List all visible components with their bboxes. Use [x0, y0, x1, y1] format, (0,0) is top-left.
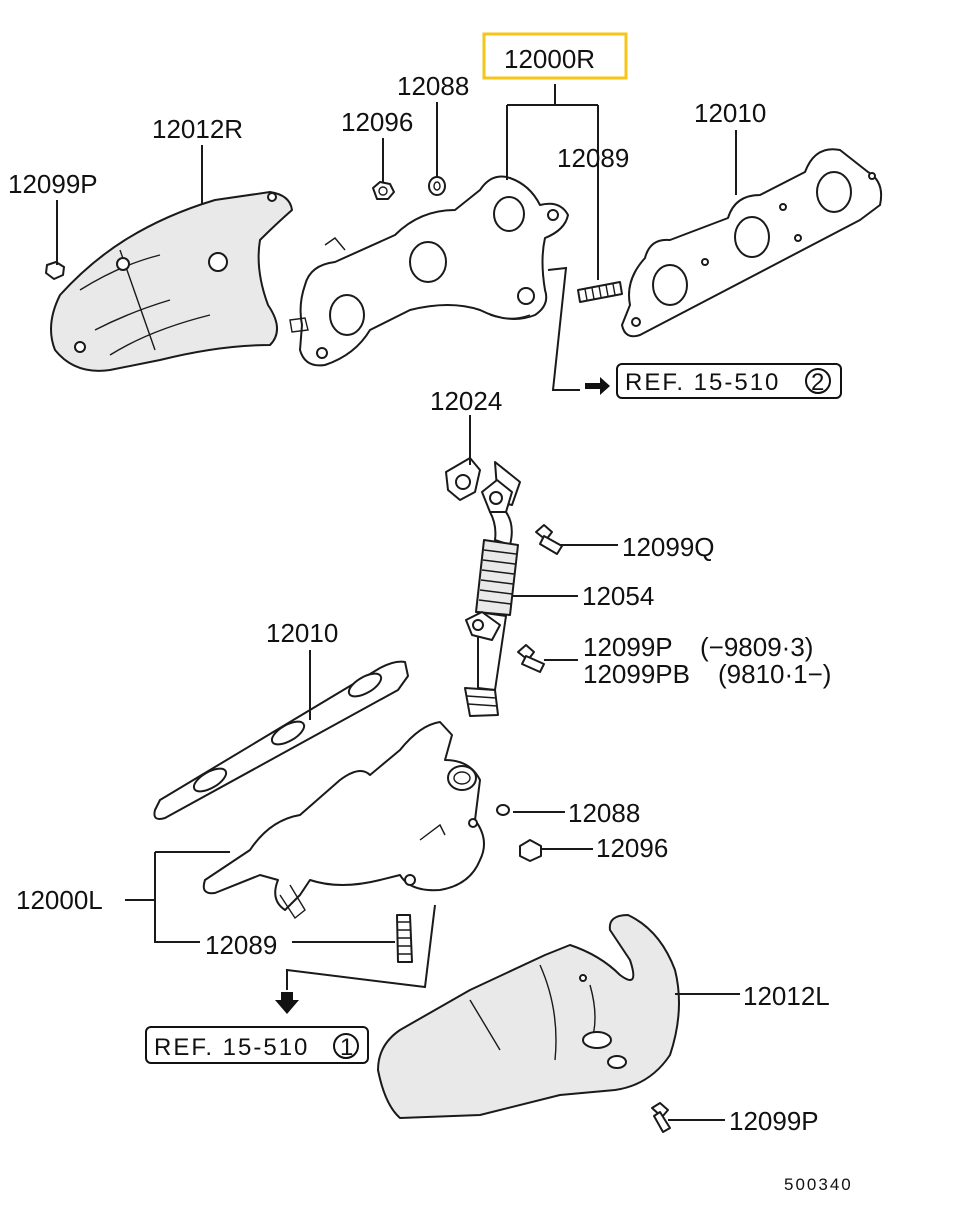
exhaust-manifold-12000R: [289, 175, 569, 367]
gasket-12024: [445, 457, 481, 501]
label-12096-bottom: 12096: [596, 833, 668, 863]
label-12096-top: 12096: [341, 107, 413, 137]
washer-12088-top: [428, 176, 446, 196]
ref1-text: REF. 15-510: [154, 1034, 309, 1061]
label-12054: 12054: [582, 581, 654, 611]
exhaust-manifold-12000L: [202, 721, 485, 920]
leader-lines-bottom: [125, 650, 740, 1121]
nut-12096-bottom: [519, 839, 542, 862]
label-12099P-top: 12099P: [8, 169, 98, 199]
ref-15-510-2: REF. 15-510 2: [616, 363, 842, 399]
ref2-num: 2: [811, 369, 824, 396]
stud-12089-bottom: [396, 914, 413, 963]
label-12088-bottom: 12088: [568, 798, 640, 828]
label-12088-top: 12088: [397, 71, 469, 101]
label-12000L: 12000L: [16, 885, 103, 915]
bolt-12099P-mid: [517, 644, 545, 673]
bolt-12099Q: [535, 524, 563, 555]
label-12010-top: 12010: [694, 98, 766, 128]
bolt-12099P-bottom: [651, 1102, 671, 1133]
stud-12089-top: [577, 281, 623, 303]
label-12000R: 12000R: [504, 44, 595, 74]
ref1-num: 1: [340, 1034, 353, 1061]
label-12099P-mid: 12099P: [583, 632, 673, 662]
washer-12088-bottom: [496, 804, 510, 816]
diagram-code: 500340: [784, 1175, 853, 1194]
leader-lines-mid: [469, 415, 618, 661]
label-12012L: 12012L: [743, 981, 830, 1011]
label-12099PB: 12099PB: [583, 659, 690, 689]
label-12099P-mid-range: (−9809·3): [700, 632, 813, 662]
heat-protector-12012R: [50, 191, 293, 372]
nut-12099P-top: [45, 261, 65, 280]
heat-protector-12012L: [377, 914, 680, 1119]
label-12012R: 12012R: [152, 114, 243, 144]
ref-15-510-1: REF. 15-510 1: [145, 1026, 369, 1064]
egr-pipe-12054: [464, 461, 521, 717]
label-12099PB-range: (9810·1−): [718, 659, 831, 689]
gasket-12010-mid: [153, 660, 409, 820]
label-12024: 12024: [430, 386, 502, 416]
leader-lines-top: [56, 84, 737, 395]
highlight-box-12000R: [482, 32, 628, 80]
gasket-12010-top: [621, 148, 883, 338]
nut-12096-top: [372, 181, 395, 200]
label-12099P-bottom: 12099P: [729, 1106, 819, 1136]
label-12089-bottom: 12089: [205, 930, 277, 960]
label-12010-mid: 12010: [266, 618, 338, 648]
ref2-text: REF. 15-510: [625, 369, 780, 396]
label-12089-top: 12089: [557, 143, 629, 173]
label-12099Q: 12099Q: [622, 532, 715, 562]
